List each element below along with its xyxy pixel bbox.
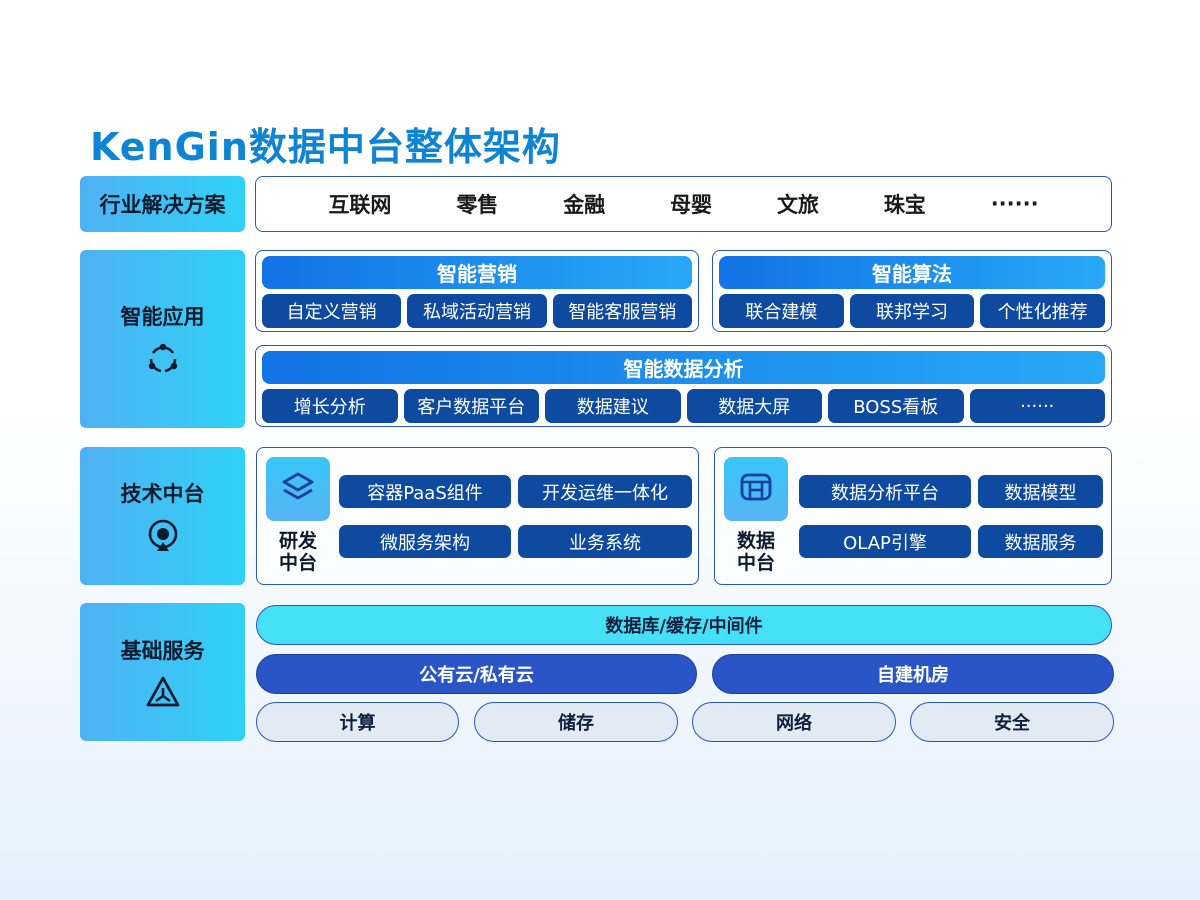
target-icon [145, 518, 181, 554]
analytics-chip[interactable]: 数据建议 [545, 389, 681, 423]
analytics-chip[interactable]: 客户数据平台 [403, 389, 539, 423]
marketing-chip[interactable]: 智能客服营销 [552, 294, 692, 328]
dev-chip[interactable]: 业务系统 [518, 525, 692, 558]
smart-marketing-panel: 智能营销 自定义营销 私域活动营销 智能客服营销 [255, 250, 699, 332]
data-platform-panel: 数据 中台 数据分析平台 数据模型 OLAP引擎 数据服务 [714, 447, 1112, 585]
industry-item[interactable]: ······ [990, 192, 1039, 216]
storage-bar[interactable]: 数据库/缓存/中间件 [256, 605, 1112, 645]
cloud-bar[interactable]: 自建机房 [712, 654, 1114, 694]
page-title: KenGin数据中台整体架构 [90, 125, 561, 169]
smart-analytics-title: 智能数据分析 [262, 351, 1105, 384]
database-icon [737, 468, 775, 510]
industry-item[interactable]: 互联网 [328, 193, 392, 217]
dev-chip[interactable]: 微服务架构 [339, 525, 511, 558]
industry-item[interactable]: 零售 [456, 193, 499, 217]
smart-apps-label: 智能应用 [120, 305, 205, 329]
tech-platform-label: 技术中台 [120, 482, 205, 506]
dev-chip[interactable]: 容器PaaS组件 [339, 475, 511, 508]
cycle-icon [145, 341, 181, 377]
triangle-nodes-icon [145, 675, 181, 709]
dev-platform-panel: 研发 中台 容器PaaS组件 开发运维一体化 微服务架构 业务系统 [256, 447, 699, 585]
data-chip[interactable]: OLAP引擎 [799, 525, 971, 558]
industry-item[interactable]: 母婴 [670, 193, 713, 217]
smart-algorithm-panel: 智能算法 联合建模 联邦学习 个性化推荐 [712, 250, 1112, 332]
smart-apps-label-box: 智能应用 [80, 250, 245, 428]
smart-marketing-title: 智能营销 [262, 256, 692, 289]
smart-algorithm-title: 智能算法 [719, 256, 1105, 289]
basic-service-pill[interactable]: 储存 [474, 702, 678, 742]
smart-analytics-panel: 智能数据分析 增长分析 客户数据平台 数据建议 数据大屏 BOSS看板 ····… [255, 345, 1112, 427]
industry-list: 互联网 零售 金融 母婴 文旅 珠宝 ······ [255, 176, 1112, 232]
infrastructure-label: 基础服务 [120, 639, 205, 663]
data-chip[interactable]: 数据模型 [978, 475, 1103, 508]
tech-platform-label-box: 技术中台 [80, 447, 245, 585]
industry-item[interactable]: 文旅 [776, 193, 819, 217]
analytics-chip[interactable]: BOSS看板 [828, 389, 964, 423]
industry-item[interactable]: 金融 [563, 193, 606, 217]
data-chip[interactable]: 数据分析平台 [799, 475, 971, 508]
analytics-chip[interactable]: 数据大屏 [686, 389, 822, 423]
algorithm-chip[interactable]: 联合建模 [719, 294, 844, 328]
marketing-chip[interactable]: 私域活动营销 [407, 294, 547, 328]
basic-service-pill[interactable]: 安全 [910, 702, 1114, 742]
marketing-chip[interactable]: 自定义营销 [262, 294, 402, 328]
industry-item[interactable]: 珠宝 [883, 193, 926, 217]
cloud-bar[interactable]: 公有云/私有云 [256, 654, 697, 694]
basic-service-pill[interactable]: 网络 [692, 702, 896, 742]
data-platform-tile [724, 457, 788, 521]
algorithm-chip[interactable]: 联邦学习 [849, 294, 975, 328]
industry-label: 行业解决方案 [99, 193, 226, 217]
industry-label-box: 行业解决方案 [80, 176, 245, 232]
dev-chip[interactable]: 开发运维一体化 [518, 475, 692, 508]
dev-platform-tile [266, 457, 330, 521]
basic-service-pill[interactable]: 计算 [256, 702, 459, 742]
layers-icon [280, 469, 316, 509]
analytics-chip[interactable]: ······ [969, 389, 1105, 423]
infrastructure-label-box: 基础服务 [80, 603, 245, 741]
analytics-chip[interactable]: 增长分析 [262, 389, 398, 423]
data-chip[interactable]: 数据服务 [978, 525, 1103, 558]
dev-platform-name: 研发 中台 [278, 530, 317, 574]
algorithm-chip[interactable]: 个性化推荐 [980, 294, 1106, 328]
data-platform-name: 数据 中台 [736, 530, 775, 574]
